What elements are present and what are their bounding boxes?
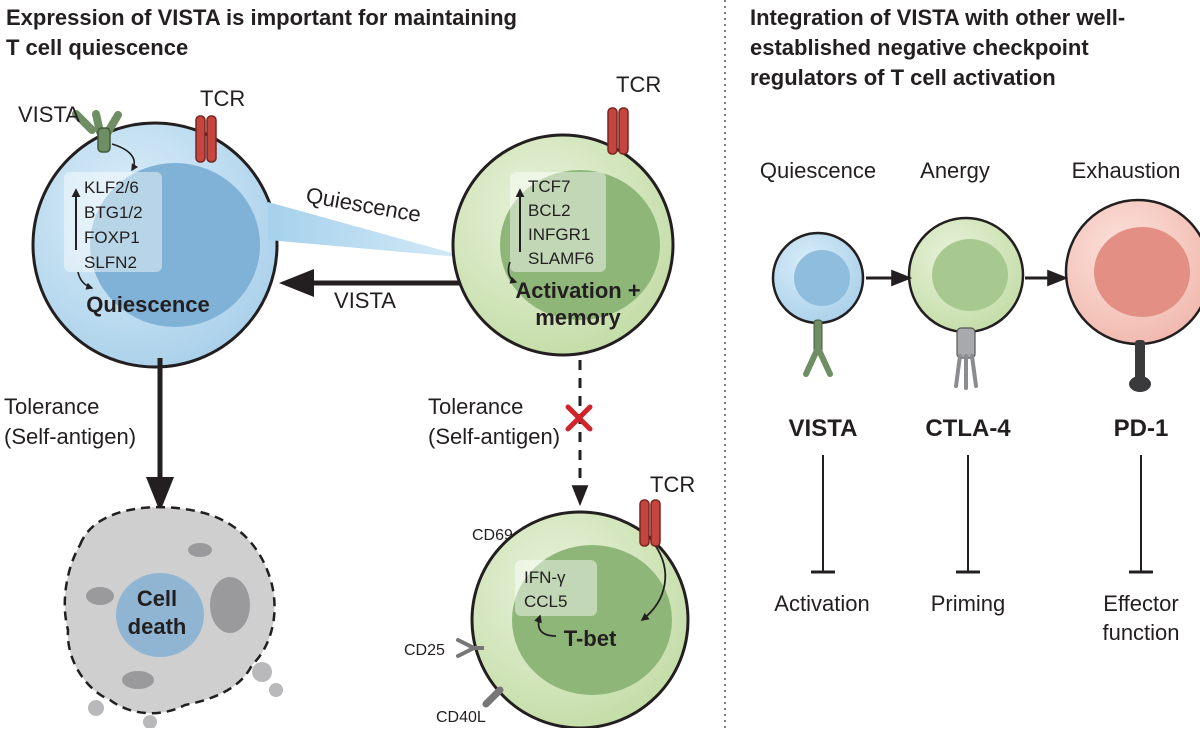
quiescent-signal-arrow: [111, 143, 139, 172]
left-tolerance-line1: Tolerance: [4, 394, 99, 419]
dead-cell-organelle: [122, 671, 154, 689]
checkpoint-pd1: PD-1: [1114, 415, 1169, 442]
effector-state-label: T-bet: [564, 626, 617, 651]
inhibited-effector-line2: function: [1102, 620, 1179, 645]
dead-cell-nucleus: [116, 573, 204, 657]
dead-cell-organelle: [188, 543, 212, 557]
effector-gene-2: CCL5: [524, 592, 567, 611]
vista-checkpoint-icon: [803, 319, 833, 377]
inhibited-activation: Activation: [774, 591, 869, 616]
tcr-receptor-icon-activated: [607, 107, 629, 155]
inhibition-bar-pd1: [1129, 455, 1153, 574]
quiescent-gene-box: [64, 172, 162, 272]
apoptotic-fragment: [252, 662, 272, 682]
activated-gene-4: SLAMF6: [528, 249, 594, 268]
stage-state-quiescence: Quiescence: [760, 158, 876, 183]
dead-cell-line2: death: [128, 614, 187, 639]
right-title-line1: Integration of VISTA with other well-: [750, 5, 1125, 30]
checkpoint-vista: VISTA: [789, 415, 858, 442]
tcr-label-effector: TCR: [650, 472, 695, 497]
activated-gene-2: BCL2: [528, 201, 571, 220]
quiescent-gene-2: BTG1/2: [84, 203, 143, 222]
right-tolerance-line2: (Self-antigen): [428, 424, 560, 449]
tcr-label-quiescent: TCR: [200, 86, 245, 111]
block-x-icon: [565, 404, 593, 432]
activated-cell: TCF7 BCL2 INFGR1 SLAMF6 Activation + mem…: [451, 133, 675, 357]
quiescent-gene-3: FOXP1: [84, 228, 140, 247]
quiescent-state-label: Quiescence: [86, 292, 210, 317]
checkpoint-ctla4: CTLA-4: [925, 415, 1011, 442]
apoptotic-fragment: [143, 715, 157, 729]
tcr-receptor-icon-effector: [639, 499, 661, 547]
activated-state-line2: memory: [535, 305, 621, 330]
tcr-receptor-icon-quiescent: [195, 115, 217, 163]
dead-cell: Cell death: [63, 505, 283, 729]
inhibited-effector-line1: Effector: [1103, 591, 1178, 616]
activated-gene-1: TCF7: [528, 177, 571, 196]
activated-cell-nucleus: [500, 170, 660, 320]
effector-cell-nucleus: [512, 545, 672, 695]
activated-state-line1: Activation +: [515, 278, 640, 303]
cd25-receptor-icon: [456, 638, 484, 658]
pd1-checkpoint-icon: [1129, 340, 1151, 392]
stage-nucleus-anergy: [932, 239, 1008, 311]
stage-nucleus-exhaustion: [1094, 227, 1190, 317]
inhibition-bar-ctla4: [956, 455, 980, 574]
vista-label: VISTA: [18, 102, 80, 127]
effector-gene-box: [515, 560, 597, 616]
quiescent-cell: KLF2/6 BTG1/2 FOXP1 SLFN2 Quiescence: [31, 121, 279, 369]
cd69-label: CD69: [472, 527, 513, 544]
effector-gene-1: IFN-γ: [524, 568, 566, 587]
left-title-line1: Expression of VISTA is important for mai…: [6, 5, 517, 30]
dead-cell-organelle: [86, 587, 114, 605]
dead-cell-organelle: [210, 577, 250, 633]
left-tolerance-line2: (Self-antigen): [4, 424, 136, 449]
right-title-line2: established negative checkpoint: [750, 35, 1089, 60]
activated-gene-3: INFGR1: [528, 225, 590, 244]
activated-gene-arrow: [507, 261, 518, 284]
stage-nucleus-quiescence: [794, 250, 850, 306]
right-title-line3: regulators of T cell activation: [750, 65, 1056, 90]
quiescent-gene-4: SLFN2: [84, 253, 137, 272]
cd40l-label: CD40L: [436, 709, 486, 726]
stage-state-anergy: Anergy: [920, 158, 990, 183]
dead-cell-line1: Cell: [137, 586, 177, 611]
inhibited-priming: Priming: [931, 591, 1006, 616]
cd40l-receptor-icon: [482, 686, 504, 708]
vista-arrow-label: VISTA: [334, 288, 396, 313]
stage-state-exhaustion: Exhaustion: [1072, 158, 1181, 183]
left-title-line2: T cell quiescence: [6, 35, 188, 60]
quiescent-gene-arrow: [77, 271, 94, 290]
apoptotic-fragment: [269, 683, 283, 697]
right-tolerance-line1: Tolerance: [428, 394, 523, 419]
tcr-label-activated: TCR: [616, 72, 661, 97]
quiescence-gradient-wedge: [268, 202, 470, 258]
inhibition-bar-vista: [811, 455, 835, 574]
effector-cell: IFN-γ CCL5 T-bet: [470, 510, 690, 730]
activated-gene-box: [510, 172, 606, 272]
effector-signal-arrow: [640, 544, 667, 621]
ctla4-checkpoint-icon: [954, 327, 978, 390]
quiescent-cell-nucleus: [90, 163, 260, 327]
quiescent-gene-1: KLF2/6: [84, 178, 139, 197]
vista-receptor-icon: [72, 110, 122, 153]
effector-tbet-arrow: [534, 614, 557, 637]
cd25-label: CD25: [404, 642, 445, 659]
apoptotic-fragment: [88, 700, 104, 716]
